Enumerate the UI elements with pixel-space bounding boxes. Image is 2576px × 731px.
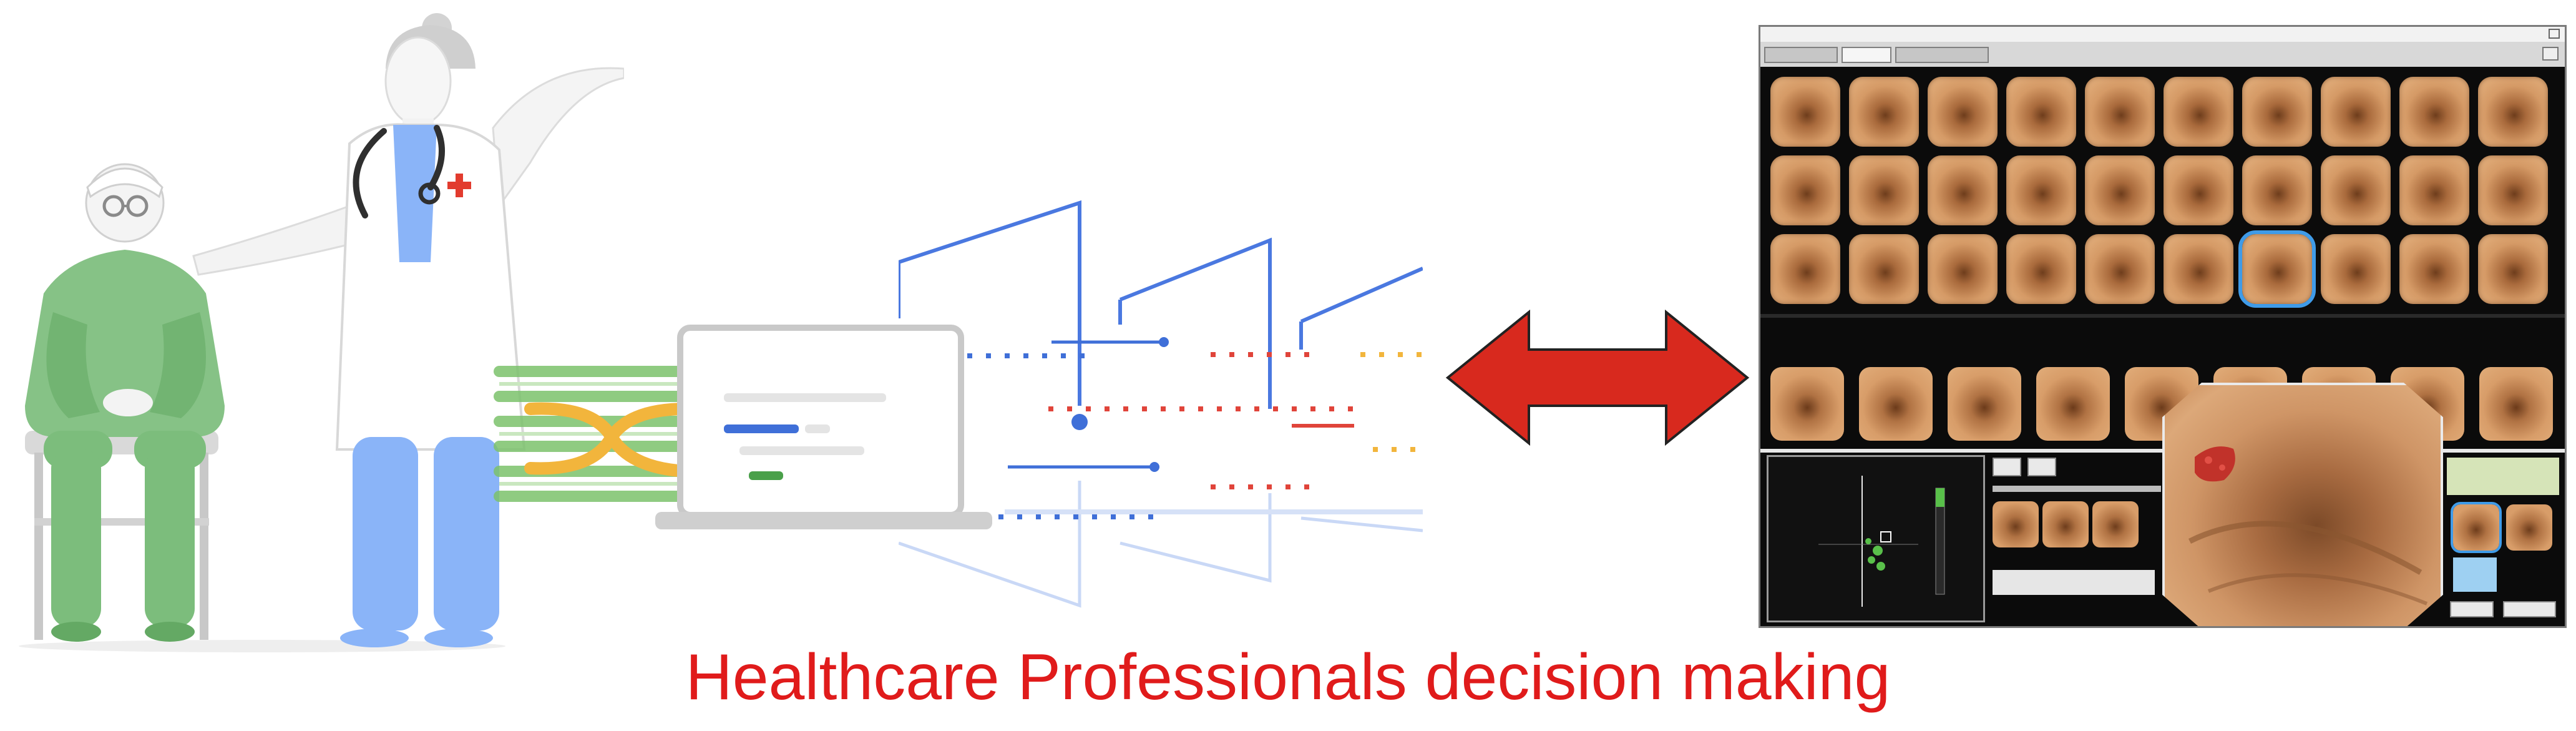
- model-layers: [899, 200, 1423, 608]
- endoscopy-viewer-window: [1759, 25, 2567, 628]
- next-button[interactable]: [2027, 458, 2056, 476]
- image-thumbnail[interactable]: [1928, 77, 1998, 147]
- image-thumbnail[interactable]: [2399, 234, 2469, 304]
- strip-thumbnail[interactable]: [1948, 367, 2021, 441]
- image-thumbnail[interactable]: [2321, 77, 2391, 147]
- image-thumbnail[interactable]: [2242, 155, 2312, 225]
- caption: Healthcare Professionals decision making: [685, 641, 1891, 714]
- viewer-tab-2[interactable]: [1842, 47, 1891, 63]
- image-thumbnail[interactable]: [2321, 155, 2391, 225]
- settings-icon[interactable]: [2542, 47, 2559, 61]
- image-thumbnail[interactable]: [2164, 77, 2233, 147]
- image-thumbnail[interactable]: [2478, 77, 2548, 147]
- clinician-patient-illustration: [19, 13, 624, 652]
- strip-thumbnail[interactable]: [2036, 367, 2110, 441]
- image-thumbnail[interactable]: [2478, 155, 2548, 225]
- image-thumbnail[interactable]: [1770, 234, 1840, 304]
- viewer-tab-bar: [1760, 42, 2565, 67]
- image-thumbnail[interactable]: [2085, 77, 2155, 147]
- strip-thumbnail[interactable]: [1859, 367, 1933, 441]
- image-thumbnail[interactable]: [2006, 77, 2076, 147]
- strip-thumbnail[interactable]: [2479, 367, 2553, 441]
- image-thumbnail[interactable]: [2164, 234, 2233, 304]
- image-thumbnail[interactable]: [1770, 155, 1840, 225]
- image-thumbnail[interactable]: [2321, 234, 2391, 304]
- signal-chart: [2447, 458, 2559, 495]
- image-thumbnail[interactable]: [2006, 234, 2076, 304]
- prev-button[interactable]: [1993, 458, 2021, 476]
- image-thumbnail[interactable]: [2164, 155, 2233, 225]
- image-thumbnail[interactable]: [2242, 77, 2312, 147]
- image-thumbnail[interactable]: [2006, 155, 2076, 225]
- close-icon[interactable]: [2549, 29, 2560, 39]
- viewer-title-bar: [1760, 27, 2565, 42]
- image-thumbnail[interactable]: [1849, 155, 1919, 225]
- zoomed-frame-bleeding-lesion: [2162, 383, 2443, 626]
- apply-button[interactable]: [2503, 601, 2556, 617]
- capsule-location-map: [1767, 455, 1985, 622]
- bidirectional-arrow-icon: [1445, 309, 1750, 446]
- image-thumbnail[interactable]: [2478, 234, 2548, 304]
- data-streams: [494, 366, 693, 502]
- image-thumbnail[interactable]: [1849, 234, 1919, 304]
- image-thumbnail[interactable]: [2085, 234, 2155, 304]
- image-thumbnail[interactable]: [2238, 230, 2316, 308]
- ok-button[interactable]: [2450, 601, 2494, 617]
- image-thumbnail[interactable]: [1928, 155, 1998, 225]
- image-thumbnail[interactable]: [1928, 234, 1998, 304]
- viewer-tab-3[interactable]: [1895, 47, 1989, 63]
- image-thumbnail[interactable]: [1849, 77, 1919, 147]
- strip-thumbnail[interactable]: [1770, 367, 1844, 441]
- image-thumbnail[interactable]: [2399, 77, 2469, 147]
- progress-track[interactable]: [1993, 486, 2161, 492]
- image-thumbnail[interactable]: [2085, 155, 2155, 225]
- patient-figure: [25, 163, 225, 642]
- viewer-tab-1[interactable]: [1764, 47, 1838, 63]
- image-thumbnail[interactable]: [1770, 77, 1840, 147]
- clinician-figure: [192, 13, 624, 647]
- laptop: [655, 325, 992, 529]
- image-thumbnail[interactable]: [2399, 155, 2469, 225]
